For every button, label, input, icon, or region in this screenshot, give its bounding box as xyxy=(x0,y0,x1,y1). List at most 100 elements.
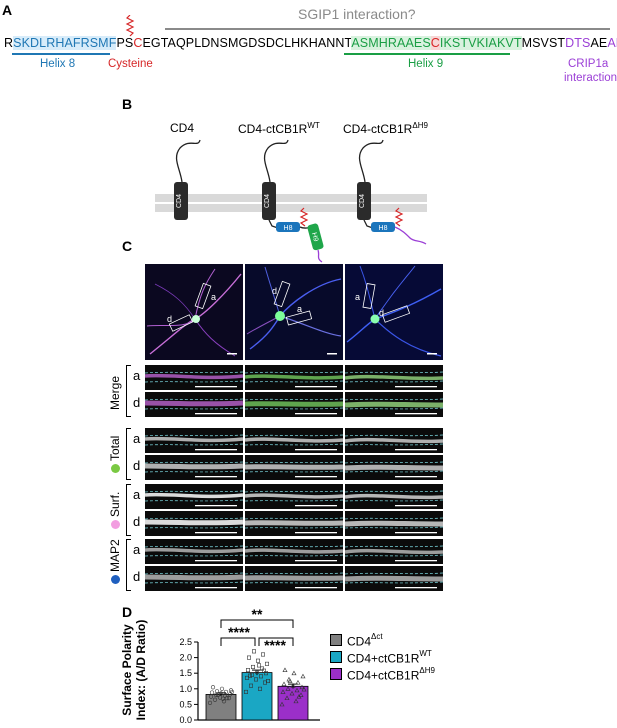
row-label-merge: Merge xyxy=(108,376,122,410)
legend-item: CD4Δct xyxy=(330,632,383,650)
row-label-surf: Surf. xyxy=(108,492,122,529)
h8-label-dh9: H8 xyxy=(379,225,388,232)
data-point xyxy=(300,673,306,679)
row-bracket xyxy=(126,428,131,480)
construct-title-wt-main: CD4-ctCB1R xyxy=(238,122,308,136)
h9-label-wt: H9 xyxy=(310,232,319,243)
overview-neuron-wt: d a xyxy=(245,264,343,360)
helix9-sequence-b: IKSTVKIAKVT xyxy=(439,36,522,50)
data-point xyxy=(219,686,225,691)
region-a-label: a xyxy=(211,292,216,302)
significance-right: **** xyxy=(264,637,286,653)
data-point xyxy=(214,689,220,694)
legend-label-sup: Δct xyxy=(371,632,383,641)
bar xyxy=(277,685,309,721)
construct-title-dh9: CD4-ctCB1RΔH9 xyxy=(343,121,428,136)
region-a-label: a xyxy=(355,292,360,302)
helix8-label: Helix 8 xyxy=(40,58,76,70)
row-label-text: Merge xyxy=(108,375,122,410)
data-point xyxy=(215,692,221,698)
seq-segment: R xyxy=(4,36,14,50)
legend-swatch xyxy=(330,634,342,647)
overview-neuron-cd4: a d xyxy=(145,264,243,360)
row-sublabel-a: a xyxy=(133,542,141,557)
construct-title-cd4: CD4 xyxy=(170,121,195,135)
construct-title-dh9-main: CD4-ctCB1R xyxy=(343,122,413,136)
palmitoyl-zigzag-dh9-icon xyxy=(394,207,404,227)
y-tick-label: 1.0 xyxy=(179,684,192,694)
dendrite-strip xyxy=(244,483,344,510)
seq-segment: AE xyxy=(590,36,608,50)
row-bracket xyxy=(126,539,131,591)
dendrite-strip xyxy=(144,391,244,418)
dh9-c-tail xyxy=(394,226,427,245)
data-point xyxy=(257,663,262,668)
dendrite-strip xyxy=(144,538,244,565)
crip-sequence-b: AL xyxy=(607,36,617,50)
data-point xyxy=(290,683,296,688)
cd4-extracellular-tail xyxy=(175,139,201,183)
dendrite-strip xyxy=(344,510,444,537)
dendrite-strip xyxy=(144,510,244,537)
h9-box-wt xyxy=(307,223,324,251)
data-point xyxy=(295,679,301,685)
dendrite-strip xyxy=(144,364,244,391)
data-point xyxy=(227,692,233,697)
row-label-map2: MAP2 xyxy=(108,539,122,584)
data-point xyxy=(246,668,251,673)
significance-left: **** xyxy=(228,624,250,640)
dendrite-strip xyxy=(344,483,444,510)
row-sublabel-d: d xyxy=(133,569,141,584)
channel-dot-icon xyxy=(111,520,120,529)
helix9-underline xyxy=(344,53,510,55)
legend-label-sup: ΔH9 xyxy=(419,666,435,675)
channel-dot-icon xyxy=(111,575,120,584)
dh9-extracellular-tail xyxy=(358,139,384,183)
data-point xyxy=(226,696,232,701)
data-point xyxy=(220,696,226,701)
row-sublabel-d: d xyxy=(133,514,141,529)
data-point xyxy=(254,677,259,682)
data-point xyxy=(259,674,264,679)
cysteine-label: Cysteine xyxy=(108,58,153,70)
row-sublabel-d: d xyxy=(133,458,141,473)
data-point xyxy=(221,699,227,704)
dendrite-strip xyxy=(244,364,344,391)
dendrite-strip xyxy=(344,454,444,481)
data-point xyxy=(224,696,230,701)
data-point xyxy=(285,686,291,691)
data-point xyxy=(256,658,261,663)
data-point xyxy=(291,670,297,676)
y-tick-label: 0.0 xyxy=(179,715,192,725)
wt-c-tail xyxy=(317,249,323,263)
channel-dot-icon xyxy=(111,464,120,473)
data-point xyxy=(210,685,216,690)
data-point xyxy=(296,693,302,699)
seq-segment: PS xyxy=(116,36,134,50)
data-point xyxy=(212,697,218,702)
dendrite-strip xyxy=(244,454,344,481)
construct-schematic: CD4 CD4 CD4 H8 H8 H9 xyxy=(155,139,427,263)
panel-label-c: C xyxy=(122,238,133,254)
row-label-text: Surf. xyxy=(108,491,122,517)
cysteine-residue: C xyxy=(133,36,143,50)
dendrite-strip xyxy=(344,538,444,565)
construct-title-wt: CD4-ctCB1RWT xyxy=(238,121,320,136)
membrane-top-leaflet xyxy=(155,194,427,202)
dendrite-strip xyxy=(144,427,244,454)
membrane-bottom-leaflet xyxy=(155,204,427,212)
row-bracket xyxy=(126,484,131,536)
row-bracket xyxy=(126,365,131,417)
row-sublabel-a: a xyxy=(133,487,141,502)
construct-title-wt-sup: WT xyxy=(307,121,320,130)
data-point xyxy=(207,700,213,705)
data-point xyxy=(229,689,235,695)
dendrite-strip xyxy=(244,391,344,418)
overview-image-dh9: a d xyxy=(344,263,444,361)
region-d-label: d xyxy=(272,286,277,296)
significance-top: ** xyxy=(252,608,263,622)
dendrite-strip xyxy=(144,483,244,510)
wt-extracellular-tail xyxy=(263,139,289,183)
row-sublabel-a: a xyxy=(133,368,141,383)
cd4-box-label-3: CD4 xyxy=(359,194,366,208)
